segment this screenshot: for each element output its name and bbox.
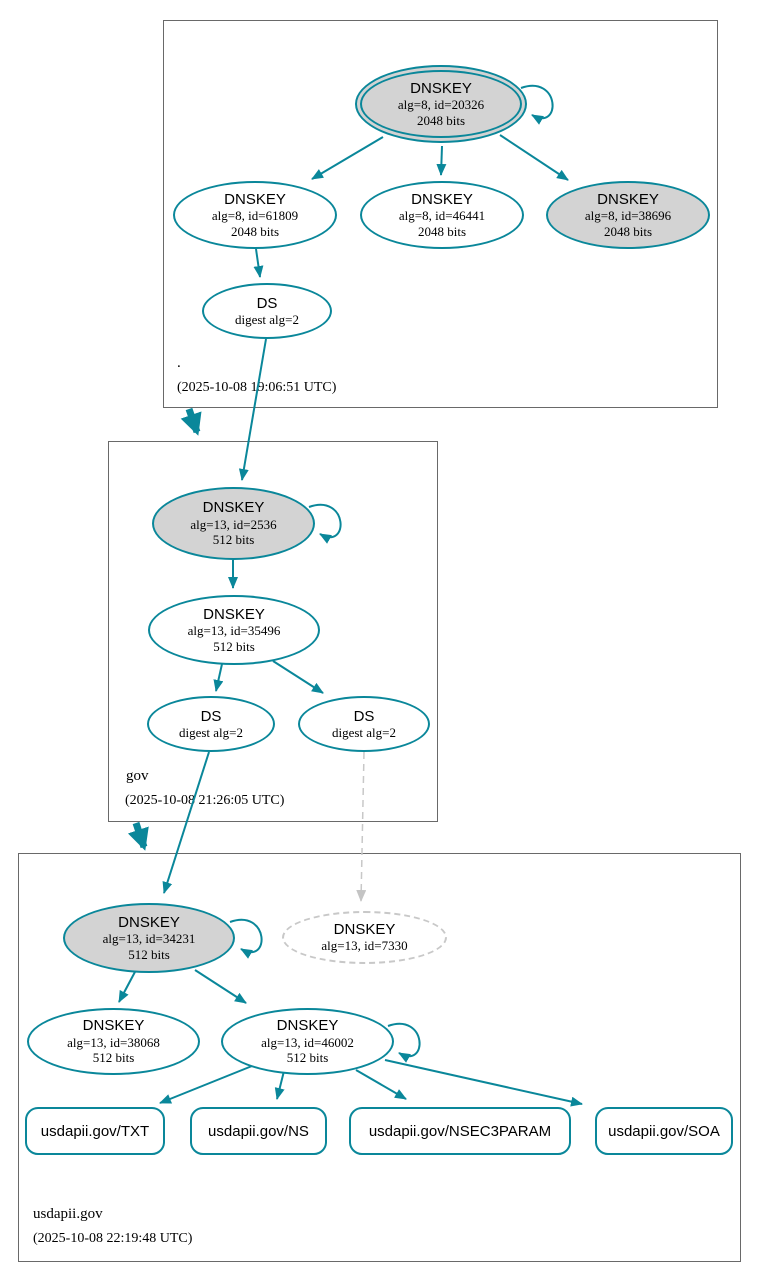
ds-node-gov-1[interactable]: DS digest alg=2 bbox=[147, 696, 275, 752]
rrset-label: usdapii.gov/NS bbox=[208, 1122, 309, 1140]
node-detail: 2048 bits bbox=[230, 223, 280, 239]
node-detail: 512 bits bbox=[128, 946, 170, 962]
edge-dnskey-46002-to-rrset-ns bbox=[274, 1070, 285, 1100]
zone-timestamp-gov: (2025-10-08 21:26:05 UTC) bbox=[125, 793, 285, 808]
rrset-box-usdapii-gov-soa[interactable]: usdapii.gov/SOA bbox=[595, 1107, 733, 1155]
node-detail: alg=13, id=34231 bbox=[102, 931, 196, 947]
edge-dnskey-20326-to-dnskey-38696 bbox=[499, 134, 569, 181]
edge-dnskey-20326-to-dnskey-46441 bbox=[436, 145, 447, 176]
node-type-label: DS bbox=[200, 707, 222, 725]
zone-label-root: . bbox=[177, 355, 181, 371]
edge-dnskey-35496-to-gov-ds-1 bbox=[213, 663, 224, 692]
node-detail: 2048 bits bbox=[603, 223, 653, 239]
zone-label-gov: gov bbox=[126, 768, 149, 784]
dnskey-node-20326-ksk-trust-anchor[interactable]: DNSKEY alg=8, id=20326 2048 bits bbox=[355, 65, 527, 143]
node-type-label: DNSKEY bbox=[276, 1017, 339, 1035]
edge-dnskey-61809-to-root-ds bbox=[253, 248, 264, 278]
rrset-box-usdapii-gov-nsec3param[interactable]: usdapii.gov/NSEC3PARAM bbox=[349, 1107, 571, 1155]
edge-dnskey-35496-to-gov-ds-2 bbox=[272, 660, 324, 694]
edge-dnskey-46002-to-rrset-soa bbox=[384, 1059, 583, 1107]
node-detail: 2048 bits bbox=[417, 223, 467, 239]
edge-dnskey-34231-to-dnskey-46002 bbox=[194, 969, 247, 1004]
node-type-label: DNSKEY bbox=[333, 921, 396, 939]
edge-selfsign-dnskey-34231 bbox=[229, 918, 263, 959]
node-type-label: DNSKEY bbox=[224, 190, 286, 208]
node-type-label: DNSKEY bbox=[597, 190, 659, 208]
dnskey-node-46002[interactable]: DNSKEY alg=13, id=46002 512 bits bbox=[221, 1008, 394, 1075]
node-detail: alg=8, id=20326 bbox=[397, 97, 485, 113]
node-detail: alg=13, id=46002 bbox=[261, 1034, 354, 1050]
zone-timestamp-usdapii-gov: (2025-10-08 22:19:48 UTC) bbox=[33, 1231, 193, 1246]
rrset-label: usdapii.gov/NSEC3PARAM bbox=[368, 1122, 552, 1140]
dnskey-node-61809[interactable]: DNSKEY alg=8, id=61809 2048 bits bbox=[173, 181, 337, 249]
dnskey-node-38696[interactable]: DNSKEY alg=8, id=38696 2048 bits bbox=[546, 181, 710, 249]
node-type-label: DNSKEY bbox=[82, 1017, 145, 1035]
node-type-label: DNSKEY bbox=[118, 913, 180, 931]
node-detail: alg=13, id=35496 bbox=[187, 623, 281, 639]
node-detail: 2048 bits bbox=[416, 112, 466, 128]
edge-selfsign-dnskey-2536 bbox=[308, 503, 342, 544]
edge-gov-ds-to-usdapii-dnskey-7330-dashed bbox=[356, 751, 367, 902]
rrset-box-usdapii-gov-txt[interactable]: usdapii.gov/TXT bbox=[25, 1107, 165, 1155]
node-detail: 512 bits bbox=[213, 638, 255, 654]
node-detail: alg=13, id=7330 bbox=[321, 938, 408, 954]
rrset-box-usdapii-gov-ns[interactable]: usdapii.gov/NS bbox=[190, 1107, 327, 1155]
dnskey-node-7330-missing[interactable]: DNSKEY alg=13, id=7330 bbox=[282, 911, 447, 964]
edge-gov-ds-to-usdapii-dnskey-34231 bbox=[162, 751, 210, 894]
node-detail: alg=13, id=38068 bbox=[67, 1034, 160, 1050]
rrset-label: usdapii.gov/TXT bbox=[40, 1122, 150, 1140]
edge-dnskey-46002-to-rrset-txt bbox=[159, 1065, 253, 1104]
zone-timestamp-root: (2025-10-08 19:06:51 UTC) bbox=[177, 380, 337, 395]
node-detail: 512 bits bbox=[286, 1050, 329, 1066]
zone-label-usdapii-gov: usdapii.gov bbox=[33, 1206, 103, 1222]
node-detail: alg=13, id=2536 bbox=[190, 516, 277, 532]
node-type-label: DS bbox=[256, 294, 278, 312]
node-type-label: DNSKEY bbox=[202, 499, 265, 517]
edge-dnskey-20326-to-dnskey-61809 bbox=[311, 136, 384, 180]
edge-selfsign-dnskey-46002 bbox=[387, 1022, 421, 1063]
delegation-arrow-gov-to-usdapii bbox=[127, 821, 149, 851]
ds-node-root[interactable]: DS digest alg=2 bbox=[202, 283, 332, 339]
ds-node-gov-2[interactable]: DS digest alg=2 bbox=[298, 696, 430, 752]
node-detail: alg=8, id=61809 bbox=[211, 208, 299, 224]
dnskey-node-46441[interactable]: DNSKEY alg=8, id=46441 2048 bits bbox=[360, 181, 524, 249]
node-type-label: DNSKEY bbox=[411, 190, 473, 208]
edge-root-ds-to-gov-dnskey-2536 bbox=[238, 338, 267, 481]
node-detail: 512 bits bbox=[92, 1050, 135, 1066]
dnskey-node-2536-ksk[interactable]: DNSKEY alg=13, id=2536 512 bits bbox=[152, 487, 315, 560]
edge-dnskey-34231-to-dnskey-38068 bbox=[118, 969, 137, 1003]
node-type-label: DNSKEY bbox=[203, 605, 265, 623]
edge-dnskey-46002-to-rrset-nsec3param bbox=[355, 1069, 407, 1100]
edge-selfsign-dnskey-20326 bbox=[520, 84, 554, 125]
node-type-label: DS bbox=[353, 707, 375, 725]
dnskey-node-38068[interactable]: DNSKEY alg=13, id=38068 512 bits bbox=[27, 1008, 200, 1075]
node-type-label: DNSKEY bbox=[410, 79, 472, 97]
node-detail: alg=8, id=38696 bbox=[584, 208, 672, 224]
node-detail: digest alg=2 bbox=[234, 311, 300, 327]
node-detail: digest alg=2 bbox=[178, 724, 244, 740]
node-detail: alg=8, id=46441 bbox=[398, 208, 486, 224]
dnskey-node-34231-ksk[interactable]: DNSKEY alg=13, id=34231 512 bits bbox=[63, 903, 235, 973]
node-detail: digest alg=2 bbox=[331, 724, 397, 740]
dnskey-node-35496[interactable]: DNSKEY alg=13, id=35496 512 bits bbox=[148, 595, 320, 665]
rrset-label: usdapii.gov/SOA bbox=[608, 1122, 720, 1140]
node-detail: 512 bits bbox=[212, 532, 255, 548]
delegation-arrow-root-to-gov bbox=[180, 407, 202, 436]
